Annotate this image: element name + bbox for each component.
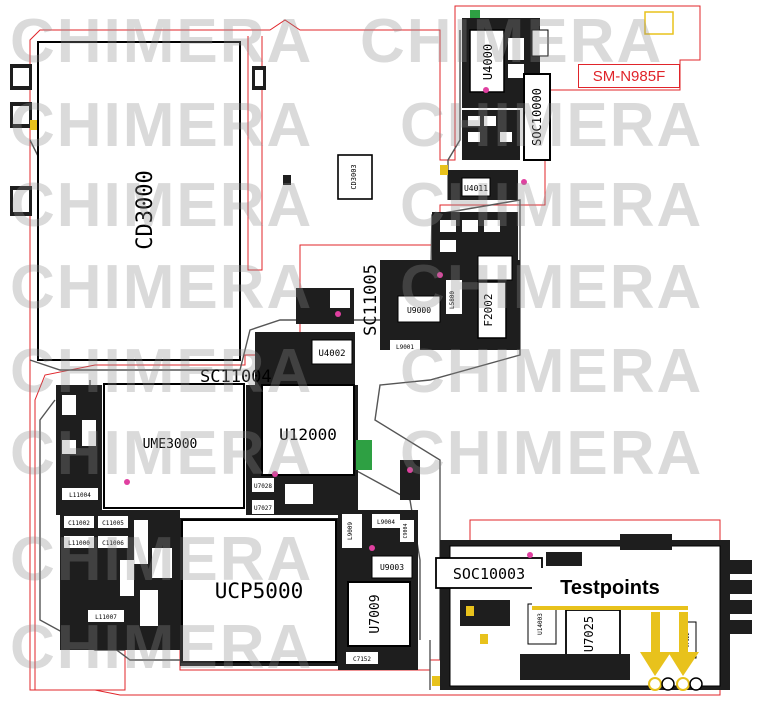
chip-u9000-label: U9000 — [407, 306, 431, 315]
chip-u4002 — [311, 339, 353, 365]
testpoint-pads — [648, 677, 703, 691]
label-u7028: U7028 — [254, 483, 272, 490]
lower-right-cluster: SOC10003 U14003 U7025 C7122 — [432, 534, 752, 690]
label-l11000: L11000 — [68, 540, 90, 547]
center-cluster: U4002 SC11004 — [200, 332, 355, 388]
label-l9001: L9001 — [396, 344, 414, 351]
svg-text:CHIMERA: CHIMERA — [400, 253, 703, 322]
vias — [124, 87, 533, 558]
model-label: SM-N985F — [578, 64, 680, 88]
chip-ucp5000 — [181, 519, 337, 663]
chip-f2002 — [477, 281, 507, 339]
testpoints-callout: Testpoints — [532, 568, 688, 610]
lower-left-cluster: C11002 L11000 C11005 C11006 L11007 — [60, 510, 180, 650]
left-edge-components — [10, 64, 266, 216]
label-l9004: L9004 — [377, 519, 395, 526]
label-u7027: U7027 — [254, 505, 272, 512]
chip-cd3000-label: CD3000 — [133, 170, 158, 249]
chip-u12000-label: U12000 — [279, 425, 337, 444]
label-c11002: C11002 — [68, 520, 90, 527]
label-l9009: L9009 — [347, 522, 354, 540]
label-l11004: L11004 — [69, 492, 91, 499]
svg-text:CHIMERA: CHIMERA — [400, 419, 703, 488]
label-c7152: C7152 — [353, 656, 371, 663]
chip-soc10003 — [435, 557, 543, 589]
top-right-cluster: U4000 SOC10000 — [462, 10, 674, 161]
svg-text:CHIMERA: CHIMERA — [10, 7, 313, 76]
watermark: CHIMERA CHIMERA CHIMERA CHIMERA CHIMERA … — [10, 7, 703, 682]
label-c11005: C11005 — [102, 520, 124, 527]
svg-text:CHIMERA: CHIMERA — [10, 253, 313, 322]
chip-u4011-label: U4011 — [464, 184, 488, 193]
chip-sc11005-label: SC11005 — [361, 264, 381, 336]
chip-u9000 — [397, 295, 441, 323]
chip-f2002-label: F2002 — [482, 293, 495, 326]
label-l11007: L11007 — [95, 614, 117, 621]
svg-text:CHIMERA: CHIMERA — [400, 337, 703, 406]
middle-right-cluster: U4011 U9000 F2002 L5800 L9001 SC11005 — [296, 165, 520, 352]
chip-u4002-label: U4002 — [318, 349, 345, 359]
chip-soc10000 — [523, 73, 551, 161]
chip-soc10003-label: SOC10003 — [453, 565, 525, 583]
label-c11006: C11006 — [102, 540, 124, 547]
chip-u7025-label: U7025 — [582, 616, 596, 652]
chip-u7009 — [347, 581, 411, 647]
chip-ume3000 — [103, 383, 245, 509]
chip-ume3000-label: UME3000 — [143, 437, 198, 452]
chip-u4000-label: U4000 — [481, 44, 495, 80]
testpoint-arrows — [640, 612, 699, 676]
chip-u7025 — [565, 609, 621, 657]
svg-text:CHIMERA: CHIMERA — [400, 171, 703, 240]
svg-text:CHIMERA: CHIMERA — [10, 525, 313, 594]
svg-text:CHIMERA: CHIMERA — [10, 419, 313, 488]
label-l5800: L5800 — [449, 291, 456, 309]
svg-text:CHIMERA: CHIMERA — [10, 171, 313, 240]
label-c9004: C9004 — [403, 523, 409, 538]
svg-text:CHIMERA: CHIMERA — [10, 337, 313, 406]
chip-u4011 — [461, 177, 491, 197]
chip-u12000 — [261, 384, 355, 476]
chip-u9003-label: U9003 — [380, 563, 404, 572]
chip-cd3003 — [337, 154, 373, 200]
label-u14003: U14003 — [537, 613, 544, 635]
lower-center-cluster: L9009 L9004 U9003 U7009 C7152 C9004 — [338, 440, 420, 670]
chip-cd3000 — [37, 41, 241, 361]
svg-text:CHIMERA: CHIMERA — [400, 91, 703, 160]
chip-u7009-label: U7009 — [368, 594, 383, 633]
chip-cd3003-label: CD3003 — [350, 164, 358, 189]
chip-soc10000-label: SOC10000 — [530, 88, 544, 146]
chip-ucp5000-label: UCP5000 — [215, 579, 304, 603]
svg-text:CHIMERA: CHIMERA — [10, 613, 313, 682]
board-outline — [29, 5, 721, 696]
svg-text:CHIMERA: CHIMERA — [10, 91, 313, 160]
chip-sc11004-label: SC11004 — [200, 367, 272, 387]
